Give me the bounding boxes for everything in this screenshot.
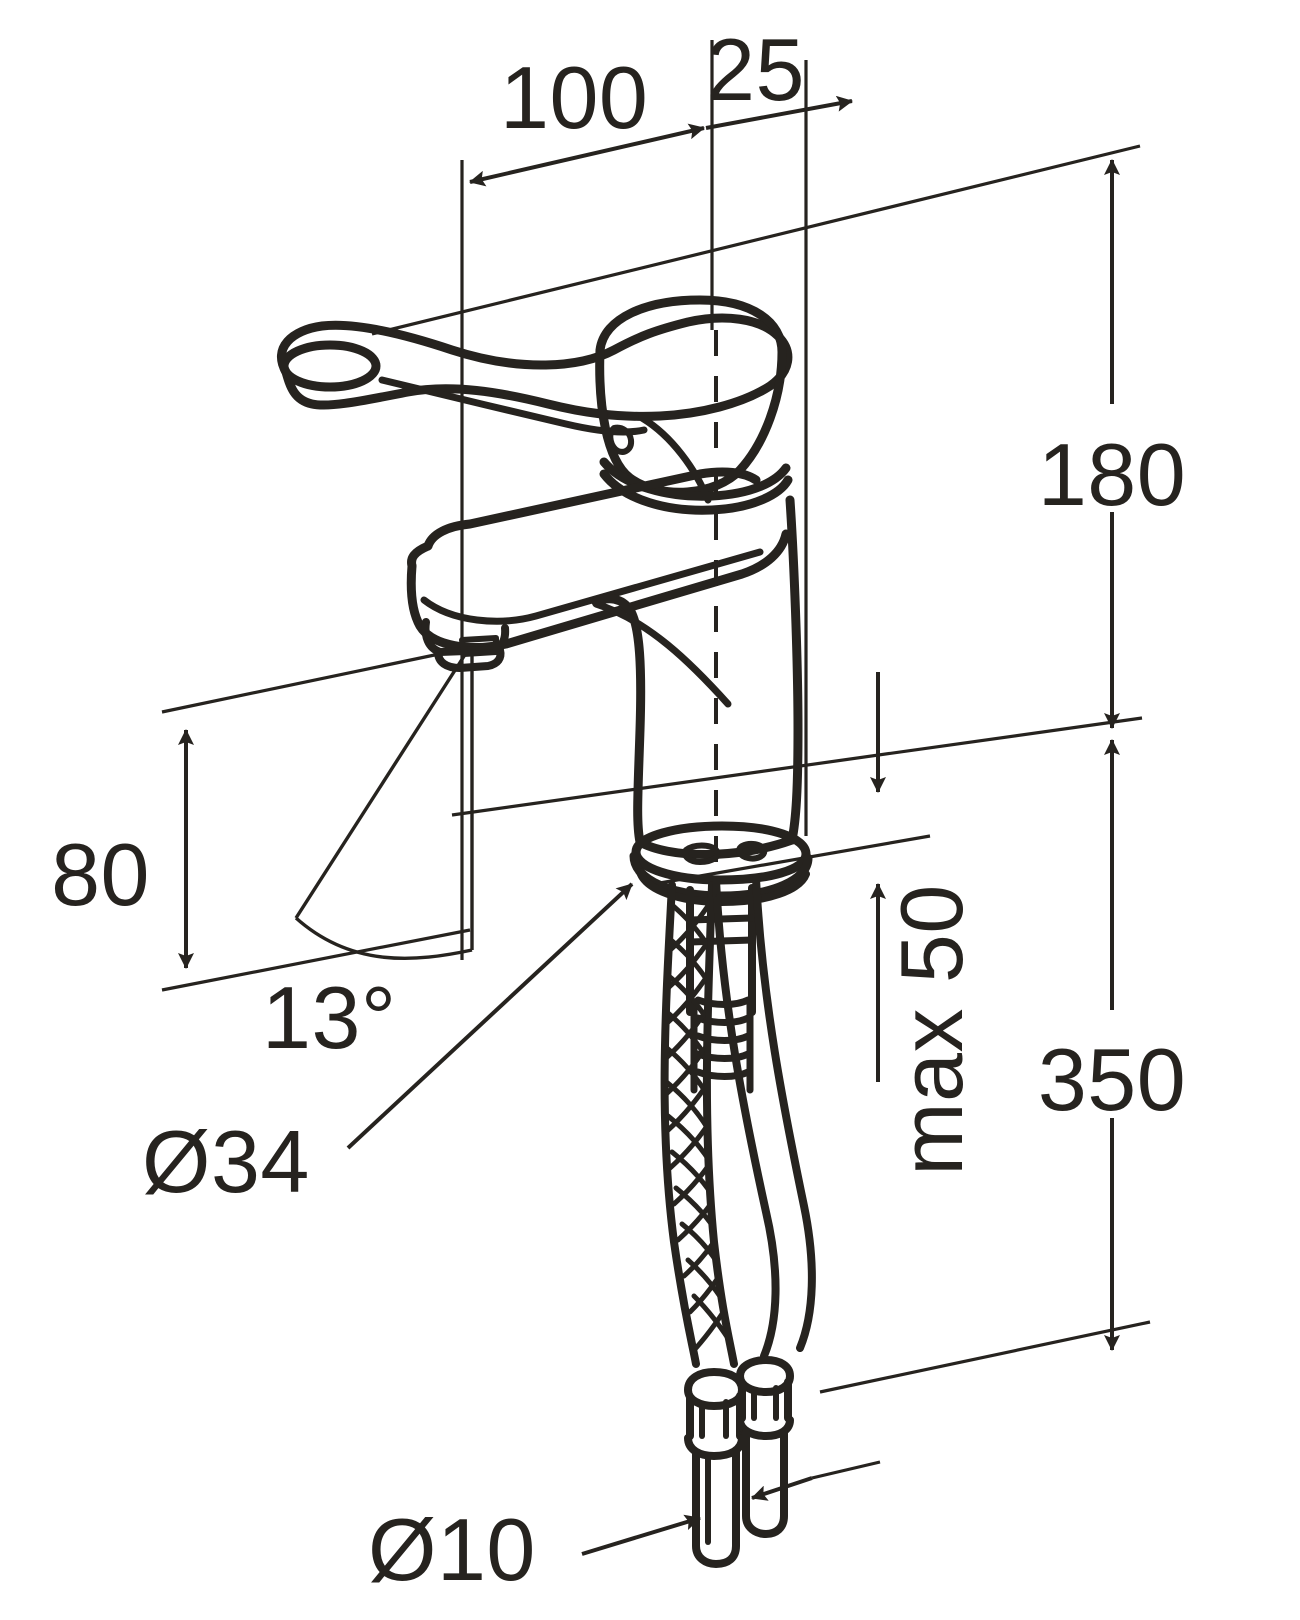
spout <box>406 467 791 672</box>
dimension-label-350: 350 <box>1038 1030 1186 1129</box>
body-column <box>591 495 803 859</box>
diameter-34-leader <box>346 882 634 1150</box>
hose-connector-right <box>736 1356 794 1538</box>
dimension-350: 350 <box>1038 739 1186 1351</box>
flexible-hose-right <box>712 874 816 1360</box>
dimension-label-dia10: Ø10 <box>368 1500 536 1599</box>
spray-angle-cone <box>294 649 474 961</box>
faucet-illustration <box>276 295 816 1568</box>
dimension-label-25: 25 <box>706 20 805 119</box>
lever-handle <box>276 313 793 455</box>
dimension-label-13deg: 13° <box>262 968 397 1067</box>
dimension-label-180: 180 <box>1038 425 1186 524</box>
hose-connector-left <box>684 1368 746 1568</box>
dimension-180: 180 <box>1038 159 1186 729</box>
dimension-label-80: 80 <box>51 825 150 924</box>
dimension-max50: max 50 <box>870 672 981 1176</box>
extension-lines <box>460 40 808 960</box>
dimension-80: 80 <box>51 729 194 969</box>
dimension-label-max50: max 50 <box>882 884 981 1176</box>
flexible-hose-left <box>660 881 738 1368</box>
dimension-label-100: 100 <box>500 48 648 147</box>
dimension-25: 25 <box>705 20 853 130</box>
dimension-100: 100 <box>469 48 705 187</box>
mounting-flange <box>629 821 813 906</box>
dimension-label-dia34: Ø34 <box>142 1112 310 1211</box>
